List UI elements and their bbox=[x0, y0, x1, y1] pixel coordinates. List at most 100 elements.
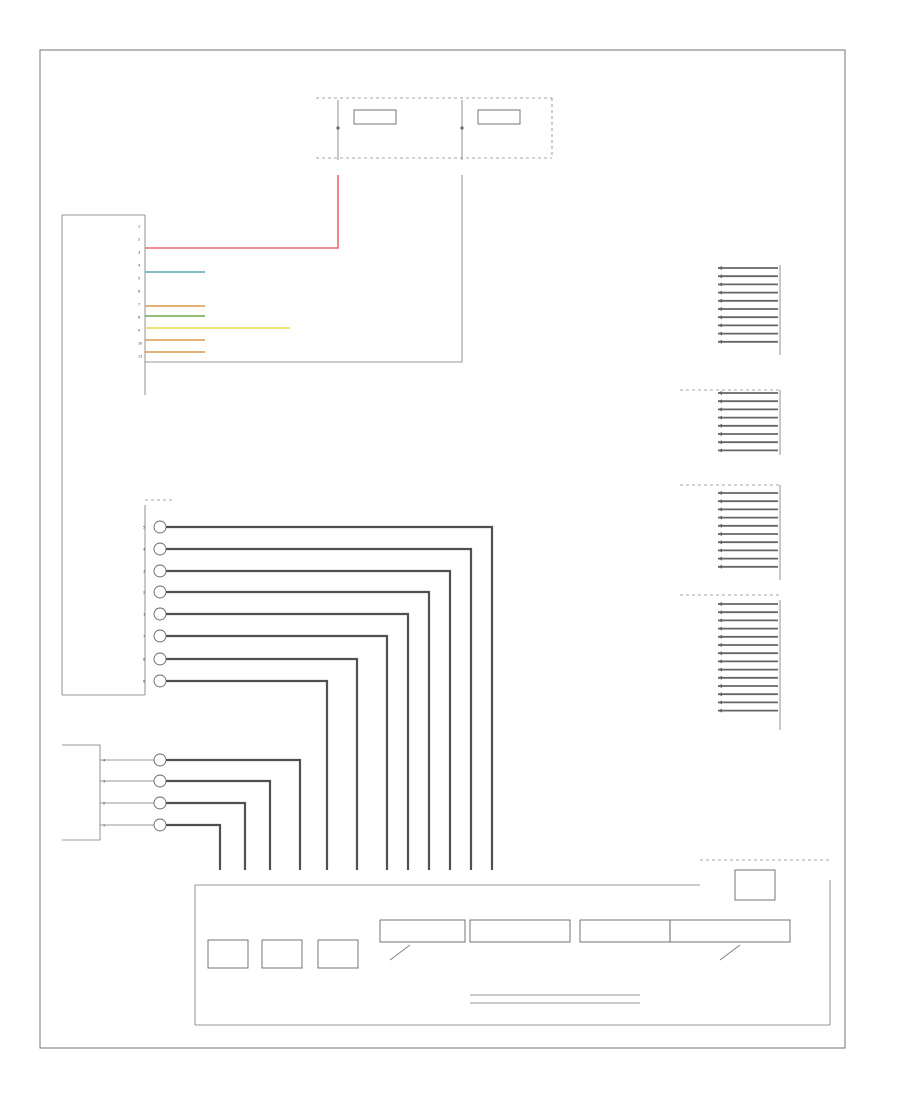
diagram-frame bbox=[39, 49, 846, 1049]
right-a-arrow-10 bbox=[718, 339, 722, 344]
lower-wire-1 bbox=[166, 779, 272, 870]
right-b-arrow-1 bbox=[718, 391, 722, 395]
harness-wire-5 bbox=[166, 634, 389, 870]
harness-pin-label-0: 5 bbox=[143, 526, 145, 530]
lower-wire-2 bbox=[166, 801, 247, 870]
right-b-arrow-8 bbox=[718, 448, 722, 453]
right-d-arrow-8 bbox=[718, 659, 722, 664]
right-b-arrow-3 bbox=[718, 407, 722, 412]
wire-dark-feed bbox=[145, 175, 463, 363]
right-c-arrow-7 bbox=[718, 540, 722, 545]
right-b-arrow-6 bbox=[718, 432, 722, 436]
fuse-block bbox=[316, 97, 553, 160]
lower-pin-circle-2 bbox=[153, 796, 167, 810]
harness-pin-circle-3 bbox=[153, 585, 167, 599]
right-connector-block bbox=[680, 265, 781, 730]
lower-pin-label-2: 2 bbox=[103, 802, 105, 806]
harness-wire-3 bbox=[166, 590, 431, 870]
harness-wire-6 bbox=[166, 657, 359, 870]
harness-pin-label-1: 4 bbox=[143, 548, 145, 552]
left-top-pin-2: 2 bbox=[138, 238, 140, 242]
harness-wire-0 bbox=[166, 525, 494, 870]
right-a-arrow-9 bbox=[718, 331, 722, 336]
harness-pin-label-3: 2 bbox=[143, 591, 145, 595]
lower-pin-label-0: 4 bbox=[103, 759, 105, 763]
lower-pin-circle-0 bbox=[153, 753, 167, 767]
left-top-pin-11: 11 bbox=[138, 355, 142, 359]
right-d-arrow-9 bbox=[718, 667, 722, 672]
harness-pin-circle-6 bbox=[153, 652, 167, 666]
right-a-arrow-8 bbox=[718, 323, 722, 328]
harness-pin-label-4: 1 bbox=[143, 613, 145, 617]
right-c-arrow-8 bbox=[718, 548, 722, 553]
harness-pin-circle-1 bbox=[153, 542, 167, 556]
right-a-arrow-2 bbox=[718, 274, 722, 279]
left-top-pin-5: 5 bbox=[138, 277, 140, 281]
right-a-arrow-3 bbox=[718, 282, 722, 287]
harness-pin-circle-2 bbox=[153, 564, 167, 578]
right-b-arrow-5 bbox=[718, 423, 722, 428]
right-c-arrow-2 bbox=[718, 499, 722, 504]
right-c-arrow-3 bbox=[718, 507, 722, 512]
right-d-arrow-12 bbox=[718, 692, 722, 697]
right-c-arrow-10 bbox=[718, 564, 722, 569]
right-d-arrow-7 bbox=[718, 651, 722, 656]
harness-pin-circle-7 bbox=[153, 674, 167, 688]
left-top-pin-8: 8 bbox=[138, 316, 140, 320]
right-b-arrow-2 bbox=[718, 399, 722, 404]
right-d-arrow-11 bbox=[718, 684, 722, 688]
left-top-pin-7: 7 bbox=[138, 303, 140, 307]
left-top-pin-10: 10 bbox=[138, 342, 142, 346]
left-top-pin-9: 9 bbox=[138, 329, 140, 333]
right-d-arrow-1 bbox=[718, 602, 722, 606]
right-d-arrow-6 bbox=[718, 643, 722, 647]
right-b-arrow-4 bbox=[718, 415, 722, 420]
right-c-arrow-1 bbox=[718, 491, 722, 495]
harness-wire-1 bbox=[166, 547, 473, 870]
right-c-arrow-4 bbox=[718, 515, 722, 520]
harness-pin-circle-4 bbox=[153, 607, 167, 621]
harness-wire-4 bbox=[166, 612, 410, 870]
lower-left-module bbox=[62, 744, 101, 841]
left-top-pin-4: 4 bbox=[138, 264, 140, 268]
lower-wire-0 bbox=[166, 758, 302, 870]
lower-pin-circle-3 bbox=[153, 818, 167, 832]
harness-pin-circle-0 bbox=[153, 520, 167, 534]
right-c-arrow-6 bbox=[718, 532, 722, 536]
right-d-arrow-2 bbox=[718, 610, 722, 615]
lower-pin-label-1: 3 bbox=[103, 780, 105, 784]
right-d-arrow-3 bbox=[718, 618, 722, 623]
right-d-arrow-4 bbox=[718, 626, 722, 631]
bottom-switch-assembly bbox=[194, 859, 831, 1026]
harness-pin-label-2: 3 bbox=[143, 570, 145, 574]
harness-wire-2 bbox=[166, 569, 452, 870]
harness-pin-label-5: 7 bbox=[143, 635, 145, 639]
right-d-arrow-14 bbox=[718, 708, 722, 713]
right-a-arrow-6 bbox=[718, 307, 722, 311]
lower-wire-3 bbox=[166, 823, 222, 870]
right-a-arrow-7 bbox=[718, 315, 722, 320]
harness-pin-label-6: 8 bbox=[143, 658, 145, 662]
right-b-arrow-7 bbox=[718, 440, 722, 445]
harness-pin-circle-5 bbox=[153, 629, 167, 643]
wires-layer bbox=[100, 175, 778, 870]
lower-pin-circle-1 bbox=[153, 774, 167, 788]
left-top-pin-3: 3 bbox=[138, 251, 140, 255]
harness-wire-7 bbox=[166, 679, 329, 870]
right-a-arrow-4 bbox=[718, 290, 722, 295]
right-d-arrow-13 bbox=[718, 700, 722, 705]
right-d-arrow-5 bbox=[718, 634, 722, 639]
right-d-arrow-10 bbox=[718, 675, 722, 680]
left-top-pin-6: 6 bbox=[138, 290, 140, 294]
left-control-module bbox=[61, 214, 175, 696]
right-c-arrow-5 bbox=[718, 523, 722, 528]
right-a-arrow-5 bbox=[718, 298, 722, 303]
right-c-arrow-9 bbox=[718, 556, 722, 561]
wire-red bbox=[145, 175, 339, 249]
harness-pin-label-7: 6 bbox=[143, 680, 145, 684]
left-top-pin-1: 1 bbox=[138, 225, 140, 229]
right-a-arrow-1 bbox=[718, 266, 722, 270]
